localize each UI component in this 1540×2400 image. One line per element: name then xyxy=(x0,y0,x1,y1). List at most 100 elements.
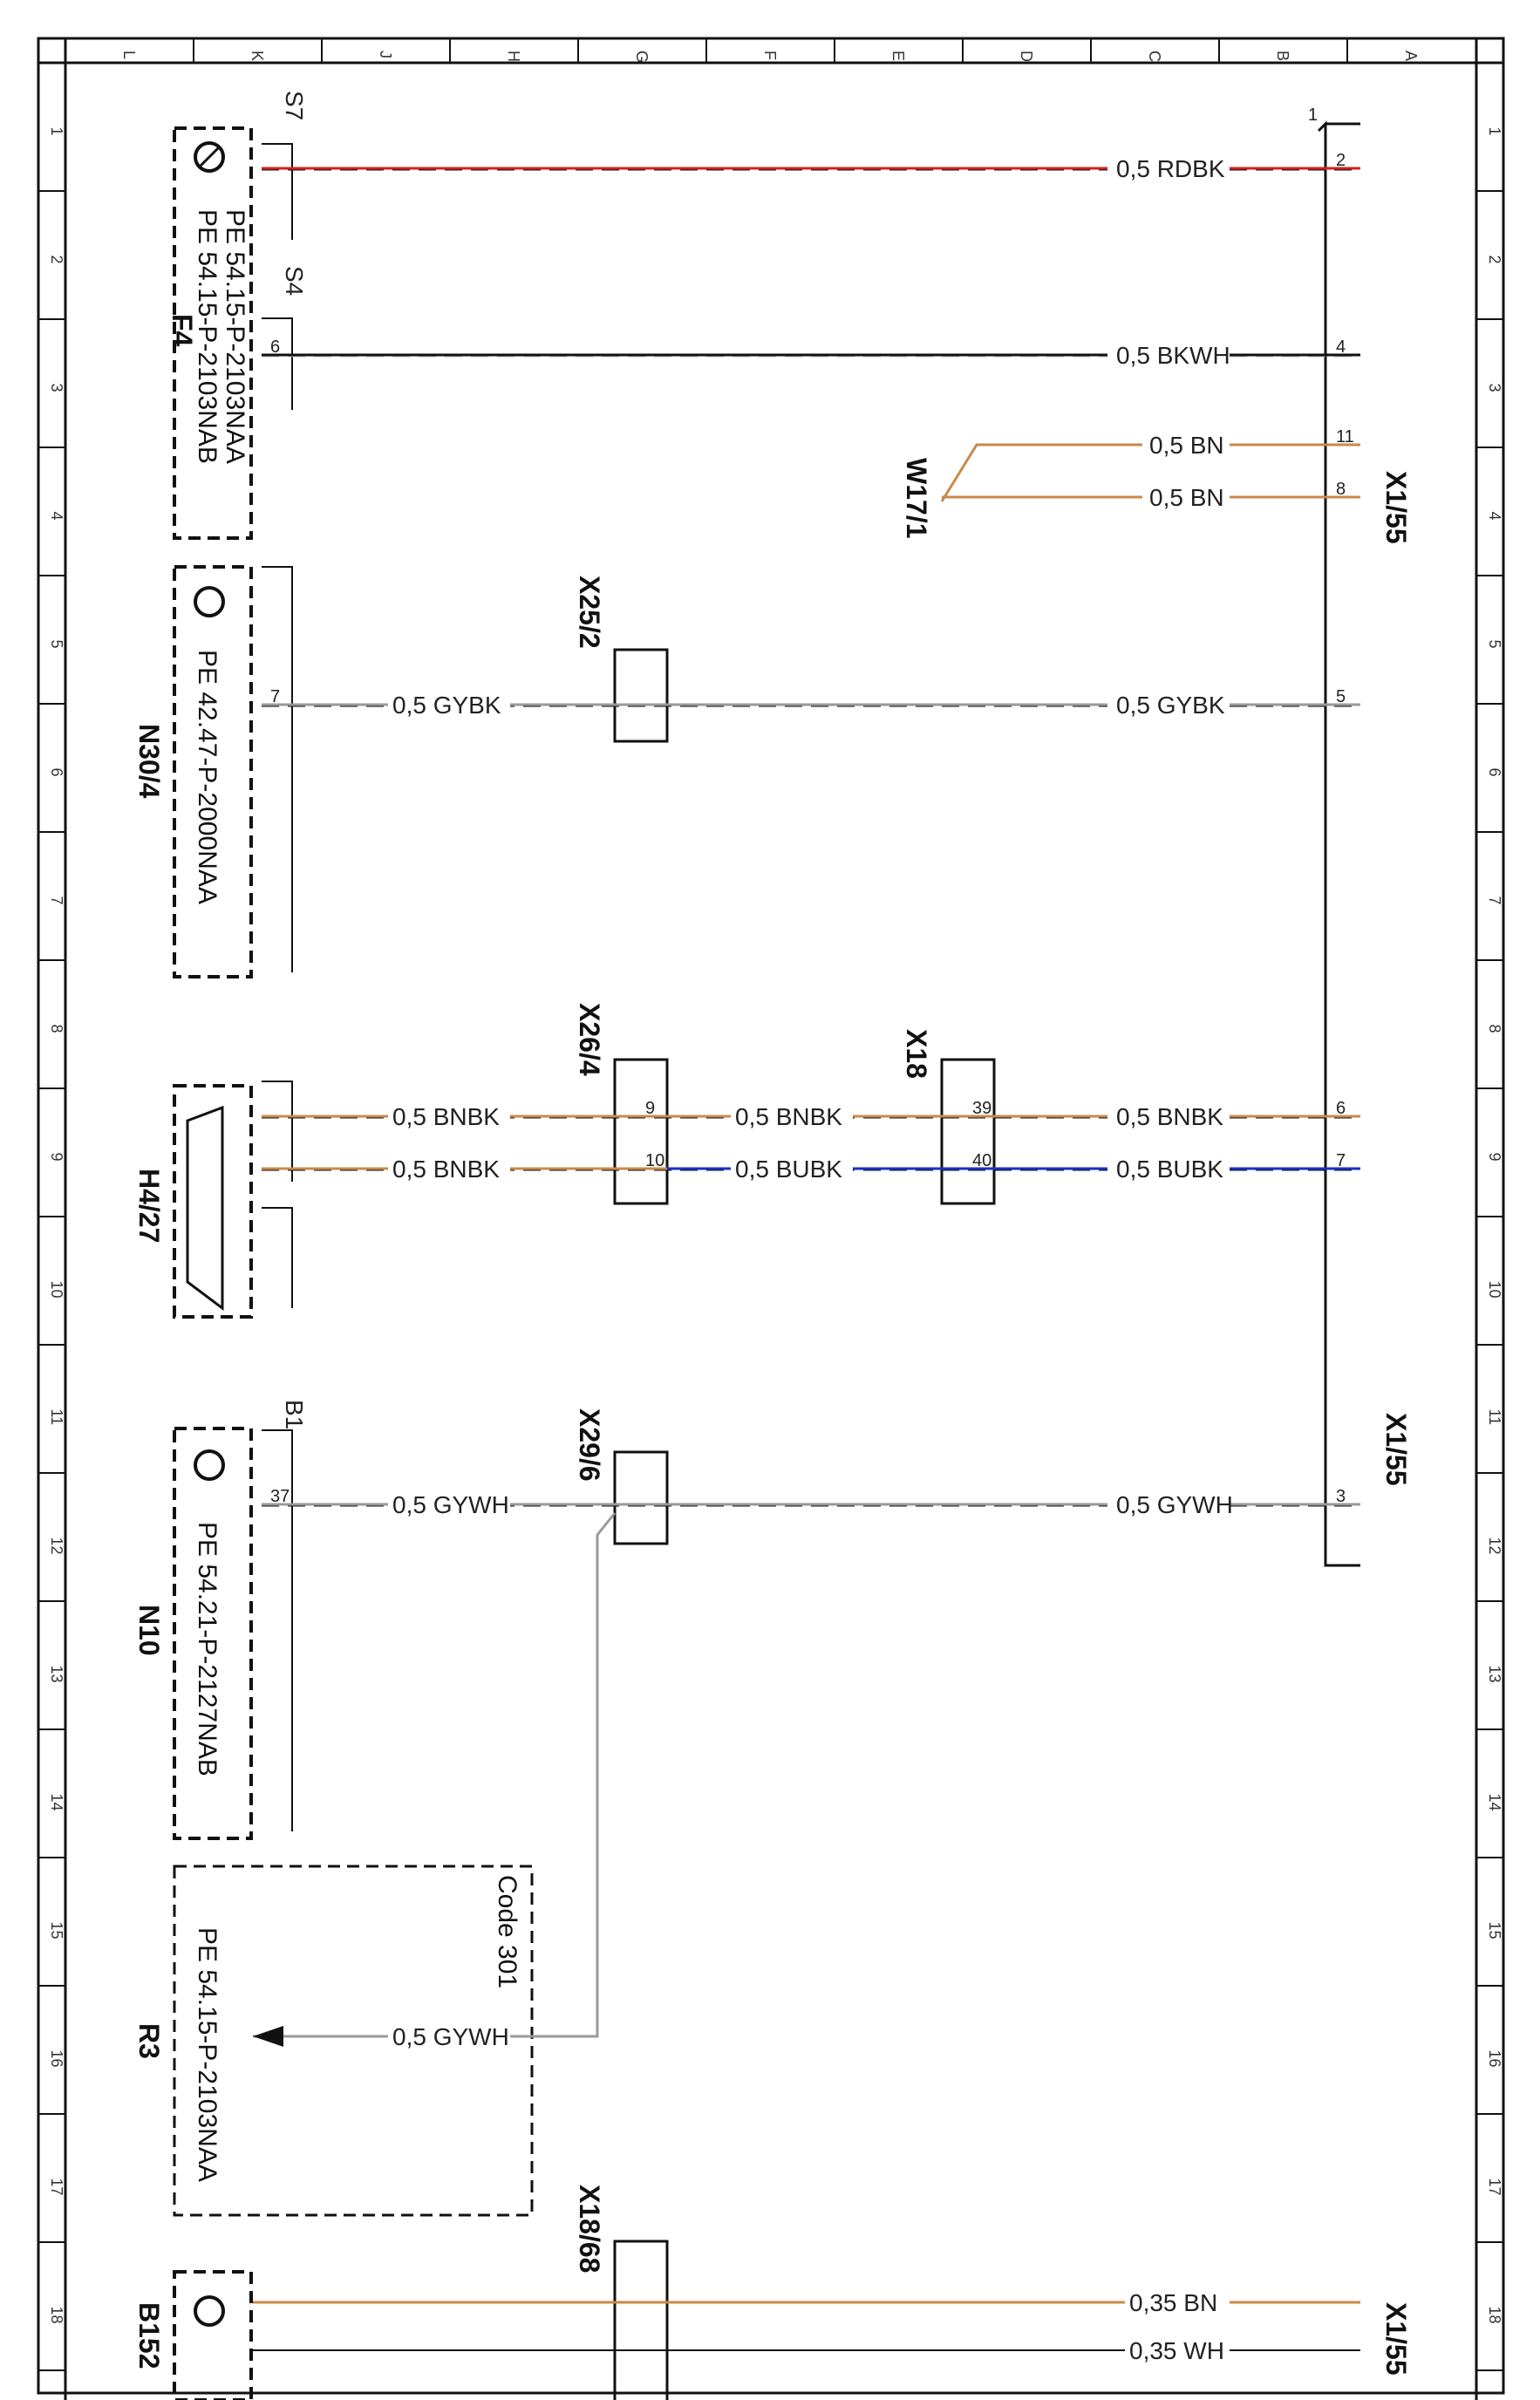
row-number: 18 xyxy=(48,2307,65,2324)
col-letter: D xyxy=(1018,51,1035,62)
ref-n30-4: PE 42.47-P-2000NAA xyxy=(193,650,221,904)
wire-bn-1 xyxy=(940,443,1360,502)
pin-label: 8 xyxy=(1336,480,1346,499)
ref-r3: PE 54.15-P-2103NAA xyxy=(193,1927,221,2182)
row-number: 14 xyxy=(1486,1794,1503,1811)
connector-label-x1-55-mid: X1/55 xyxy=(1380,1413,1412,1486)
row-number: 5 xyxy=(48,640,65,649)
component-f4: F4 PE 54.15-P-2103NAB PE 54.15-P-2103NAA… xyxy=(167,91,308,540)
component-r3: R3 PE 54.15-P-2103NAA Code 301 xyxy=(133,1865,534,2217)
connector-label-x26-4: X26/4 xyxy=(574,1003,605,1076)
col-letter: L xyxy=(120,51,138,59)
ground-symbol-icon xyxy=(194,2295,225,2327)
connector-label-x1-55: X1/55 xyxy=(1380,471,1412,544)
row-number: 13 xyxy=(1486,1666,1503,1683)
component-id-n30-4: N30/4 xyxy=(133,724,165,799)
col-letter: C xyxy=(1146,51,1163,62)
sub-label-s4: S4 xyxy=(281,266,308,296)
row-number: 1 xyxy=(1486,127,1503,136)
pin-label: 1 xyxy=(1308,106,1318,125)
row-number: 15 xyxy=(1486,1922,1503,1940)
component-n10: N10 PE 54.21-P-2127NAB B1 xyxy=(133,1400,308,1840)
col-letter: J xyxy=(377,51,394,58)
component-h4-27: H4/27 xyxy=(133,1081,293,1319)
row-number: 10 xyxy=(48,1281,65,1299)
row-number: 1 xyxy=(48,127,65,136)
pin-label: 9 xyxy=(645,1099,655,1118)
row-number: 11 xyxy=(1486,1409,1503,1426)
connector-x1-55-top: 1 X1/55 X1/55 xyxy=(1308,106,1412,1567)
pin-label: 7 xyxy=(1336,1151,1346,1170)
component-id-f4: F4 xyxy=(167,314,198,347)
wire-label-bnbk: 0,5 BNBK xyxy=(392,1103,500,1130)
pin-label: 6 xyxy=(270,338,280,357)
row-number: 3 xyxy=(48,384,65,392)
connector-label-x18: X18 xyxy=(901,1029,932,1079)
row-number: 16 xyxy=(48,2050,65,2068)
row-number: 15 xyxy=(48,1922,65,1940)
connector-label-w17-1: W17/1 xyxy=(901,458,932,538)
component-id-b152: B152 xyxy=(133,2302,165,2369)
wire-label-rdbk: 0,5 RDBK xyxy=(1116,155,1225,182)
wire-label-gybk-right: 0,5 GYBK xyxy=(1116,692,1225,719)
sub-label-b1: B1 xyxy=(281,1400,308,1429)
connector-x29-6 xyxy=(613,1450,669,1545)
wire-label-035-wh: 0,35 WH xyxy=(1129,2337,1224,2364)
pin-label: 4 xyxy=(1336,338,1346,357)
wire-label-bkwh: 0,5 BKWH xyxy=(1116,342,1230,369)
wire-label-035-bn: 0,35 BN xyxy=(1129,2289,1217,2316)
row-number: 16 xyxy=(1486,2050,1503,2068)
pin-label: 6 xyxy=(1336,1099,1346,1118)
pin-label: 5 xyxy=(1336,687,1346,706)
component-b152: B152 xyxy=(133,2270,253,2400)
row-number: 5 xyxy=(1486,640,1503,649)
col-letter: F xyxy=(761,51,779,60)
connector-label-x29-6: X29/6 xyxy=(574,1408,605,1482)
row-number: 10 xyxy=(1486,1281,1503,1299)
sheet-frame xyxy=(37,37,1505,2395)
connector-x25-2 xyxy=(613,648,669,743)
row-number: 8 xyxy=(48,1025,65,1033)
wire-label-gybk-left: 0,5 GYBK xyxy=(392,692,501,719)
ref-f4-naa: PE 54.15-P-2103NAA xyxy=(221,209,249,464)
col-letter: B xyxy=(1274,51,1291,61)
sub-label-s7: S7 xyxy=(281,91,308,120)
pin-label: 7 xyxy=(270,687,280,706)
row-number: 17 xyxy=(48,2178,65,2196)
row-number: 7 xyxy=(48,897,65,905)
row-number: 6 xyxy=(48,768,65,777)
row-number: 12 xyxy=(48,1538,65,1555)
pin-label: 3 xyxy=(1336,1487,1346,1506)
wire-label-bubk: 0,5 BUBK xyxy=(1116,1156,1223,1183)
wire-label-bubk: 0,5 BUBK xyxy=(735,1156,842,1183)
arrow-icon xyxy=(253,2026,283,2047)
wire-label-bn-1: 0,5 BN xyxy=(1149,432,1224,459)
row-number: 12 xyxy=(1486,1538,1503,1555)
row-number: 4 xyxy=(1486,512,1503,521)
col-letter: A xyxy=(1402,51,1420,61)
connector-label-x18-68: X18/68 xyxy=(574,2185,605,2273)
connector-x18-68 xyxy=(613,2240,669,2400)
wire-label-gywh-r3: 0,5 GYWH xyxy=(392,2023,509,2050)
row-number: 3 xyxy=(1486,384,1503,392)
pin-label: 10 xyxy=(645,1151,664,1170)
ground-symbol-icon xyxy=(194,1449,225,1481)
component-n30-4: N30/4 PE 42.47-P-2000NAA xyxy=(133,565,293,978)
ref-f4-nab: PE 54.15-P-2103NAB xyxy=(193,209,221,464)
row-number: 14 xyxy=(48,1794,65,1811)
row-number: 9 xyxy=(48,1153,65,1162)
wire-gywh-to-r3 xyxy=(253,1512,617,2038)
row-number: 4 xyxy=(48,512,65,521)
pin-label: 2 xyxy=(1336,151,1346,170)
pin-label: 40 xyxy=(972,1151,991,1170)
row-number: 9 xyxy=(1486,1153,1503,1162)
ref-n10: PE 54.21-P-2127NAB xyxy=(193,1522,221,1776)
pin-label: 39 xyxy=(972,1099,991,1118)
col-letter: E xyxy=(889,51,907,61)
connector-label-x25-2: X25/2 xyxy=(574,576,605,649)
row-number: 2 xyxy=(48,256,65,264)
col-letter: G xyxy=(633,51,651,63)
col-letter: H xyxy=(505,51,522,62)
